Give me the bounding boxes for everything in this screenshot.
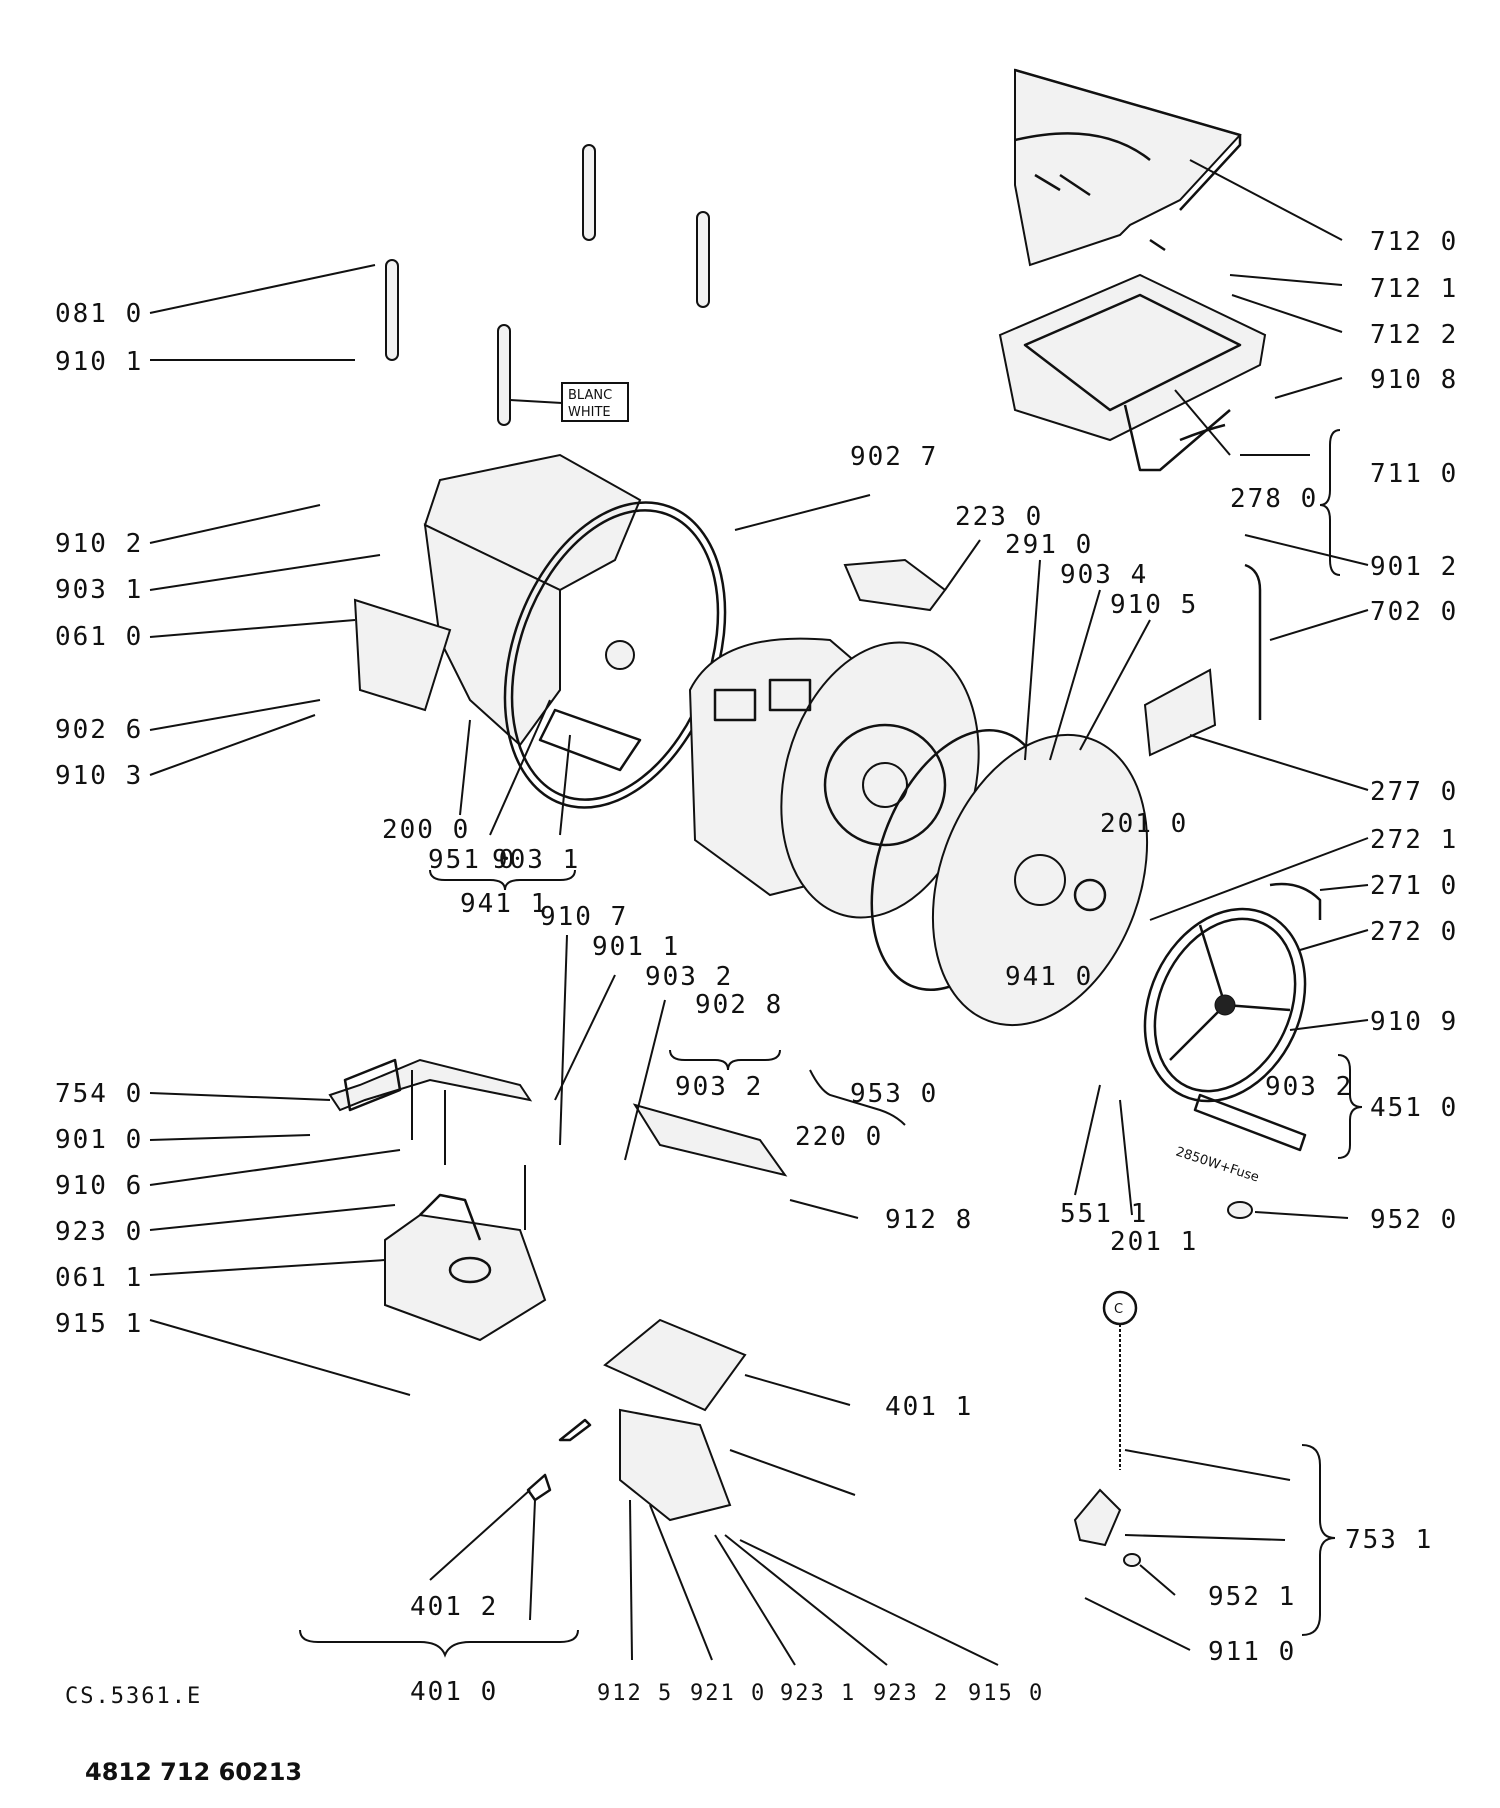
callout-label: 223 0 [955, 502, 1043, 532]
heater-element: 2850W+Fuse [1174, 1093, 1307, 1186]
callout-label: 923 0 [55, 1217, 143, 1247]
counterweight [384, 1193, 547, 1342]
callout-label: 902 8 [695, 990, 783, 1020]
callout-label: 915 0 [968, 1681, 1044, 1706]
drain-pipe [328, 1058, 533, 1112]
callout-label: 401 0 [410, 1677, 498, 1707]
callout-label: 902 6 [55, 715, 143, 745]
callout-label: 200 0 [382, 815, 470, 845]
callout-label: 903 1 [55, 575, 143, 605]
detergent-drawer [1014, 68, 1242, 267]
callout-label: 903 2 [675, 1072, 763, 1102]
callout-labels: 712 0 712 1 712 2 910 8 711 0 278 0 081 … [55, 227, 1458, 1707]
lever-part [843, 558, 947, 612]
leader-lines [149, 159, 1369, 1666]
callout-label: 903 1 [492, 845, 580, 875]
hose [1244, 563, 1262, 720]
callout-label: 941 0 [1005, 962, 1093, 992]
callout-label: 915 1 [55, 1309, 143, 1339]
callout-label: 901 2 [1370, 552, 1458, 582]
white-tag-line-2: WHITE [568, 405, 611, 420]
callout-label: 923 2 [873, 1681, 949, 1706]
callout-label: 712 1 [1370, 274, 1458, 304]
clip-952 [1227, 1201, 1253, 1219]
suspension-springs [385, 144, 710, 426]
callout-label: 902 7 [850, 442, 938, 472]
callout-label: 941 1 [460, 889, 548, 919]
drum [688, 637, 980, 919]
callout-label: 277 0 [1370, 777, 1458, 807]
callout-label: 272 0 [1370, 917, 1458, 947]
white-tag: BLANC WHITE [509, 382, 629, 422]
braces [299, 429, 1363, 1658]
callout-label: 901 1 [592, 932, 680, 962]
callout-label: 953 0 [850, 1079, 938, 1109]
callout-label: 551 1 [1060, 1199, 1148, 1229]
callout-label: 220 0 [795, 1122, 883, 1152]
callout-label: 901 0 [55, 1125, 143, 1155]
callout-label: 451 0 [1370, 1093, 1458, 1123]
callout-label: 712 2 [1370, 320, 1458, 350]
callout-label: 401 2 [410, 1592, 498, 1622]
callout-label: 912 8 [885, 1205, 973, 1235]
drive-belt [1269, 882, 1322, 920]
callout-label: 201 0 [1100, 809, 1188, 839]
callout-label: 081 0 [55, 299, 143, 329]
callout-label: 271 0 [1370, 871, 1458, 901]
circle-label: C [1114, 1302, 1123, 1317]
callout-label: 201 1 [1110, 1227, 1198, 1257]
callout-label: 952 0 [1370, 1205, 1458, 1235]
callout-label: 910 6 [55, 1171, 143, 1201]
callout-label: 401 1 [885, 1392, 973, 1422]
heater-rating: 2850W+Fuse [1174, 1145, 1261, 1186]
callout-label: 711 0 [1370, 459, 1458, 489]
callout-label: 910 7 [540, 902, 628, 932]
callout-label: 923 1 [780, 1681, 856, 1706]
cover-plate [1143, 668, 1217, 757]
callout-label: 702 0 [1370, 597, 1458, 627]
drum-pulley [1143, 907, 1307, 1103]
motor [526, 1318, 856, 1522]
callout-label: 952 1 [1208, 1582, 1296, 1612]
callout-label: 278 0 [1230, 484, 1318, 514]
callout-label: 903 2 [645, 962, 733, 992]
callout-label: 754 0 [55, 1079, 143, 1109]
callout-label: 910 5 [1110, 590, 1198, 620]
rear-tub [931, 733, 1149, 1027]
bolts [411, 1070, 526, 1230]
callout-label: 911 0 [1208, 1637, 1296, 1667]
callout-label: 910 1 [55, 347, 143, 377]
callout-label: 061 0 [55, 622, 143, 652]
white-tag-line-1: BLANC [568, 388, 612, 403]
callout-label: 921 0 [690, 1681, 766, 1706]
callout-label: 903 4 [1060, 560, 1148, 590]
callout-label: 951 0 [428, 845, 516, 875]
part-number: 4812 712 60213 [85, 1758, 302, 1786]
front-panel [353, 598, 452, 712]
callout-label: 912 5 [597, 1681, 673, 1706]
callout-label: 753 1 [1345, 1525, 1433, 1555]
dispenser-housing [998, 273, 1267, 472]
pump-bracket [632, 1103, 788, 1177]
callout-label: 910 9 [1370, 1007, 1458, 1037]
callout-label: 061 1 [55, 1263, 143, 1293]
callout-label: 910 2 [55, 529, 143, 559]
callout-label: 903 2 [1265, 1072, 1353, 1102]
callout-label: 272 1 [1370, 825, 1458, 855]
pressure-switch: C [1073, 1290, 1141, 1567]
callout-label: 291 0 [1005, 530, 1093, 560]
drawing-code: CS.5361.E [65, 1684, 202, 1709]
callout-label: 910 3 [55, 761, 143, 791]
callout-label: 910 8 [1370, 365, 1458, 395]
callout-label: 712 0 [1370, 227, 1458, 257]
